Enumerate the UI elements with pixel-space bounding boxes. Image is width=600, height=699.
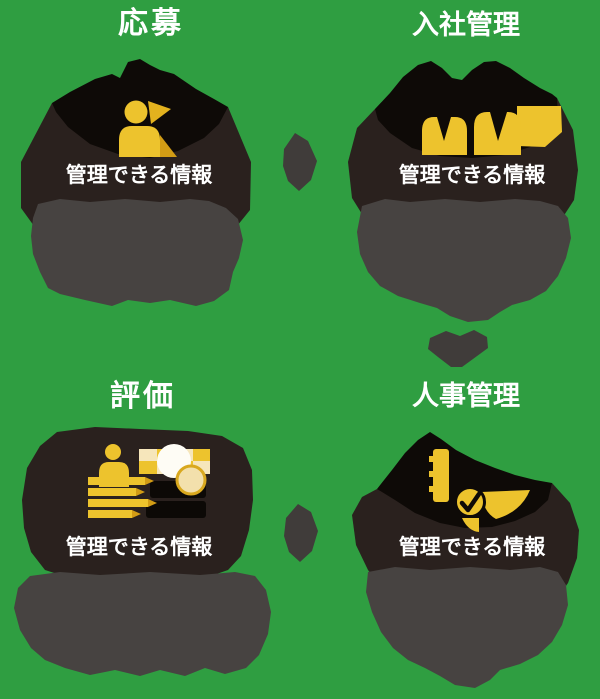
hr-info-blob	[366, 567, 568, 688]
onboarding-info-blob	[357, 199, 571, 322]
evaluation-info-blob	[14, 572, 271, 676]
section-onboarding-title: 入社管理	[412, 10, 520, 41]
application-info-blob	[31, 199, 243, 306]
section-hr-title: 人事管理	[412, 381, 520, 412]
section-hr-card	[352, 432, 579, 688]
section-evaluation-title: 評価	[110, 379, 176, 414]
arrow-onboarding-to-hr	[428, 330, 488, 367]
two-people-icon	[422, 106, 562, 155]
evaluation-card-label: 管理できる情報	[65, 535, 213, 559]
evaluation-checklist-icon	[88, 444, 210, 518]
person-applicant-icon	[119, 100, 177, 157]
section-application-card	[21, 59, 251, 306]
application-card-label: 管理できる情報	[65, 163, 213, 187]
arrow-application-to-onboarding	[283, 133, 317, 191]
section-evaluation-card	[14, 427, 271, 676]
section-onboarding-card	[348, 61, 578, 322]
document-check-icon	[429, 449, 530, 532]
onboarding-card-label: 管理できる情報	[398, 163, 546, 187]
section-application-title: 応募	[118, 6, 184, 41]
arrow-hr-to-evaluation	[284, 504, 318, 562]
hr-card-label: 管理できる情報	[398, 535, 546, 559]
